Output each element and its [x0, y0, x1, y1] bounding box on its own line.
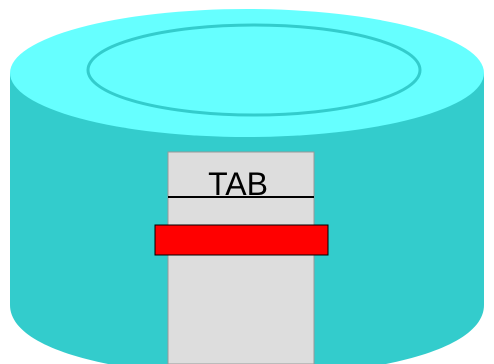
- table-page: [167, 151, 315, 364]
- table-icon: TAB: [154, 151, 329, 364]
- highlight-row: [154, 224, 329, 256]
- cylinder-top: [10, 9, 484, 137]
- cylinder-top-ring: [86, 23, 422, 117]
